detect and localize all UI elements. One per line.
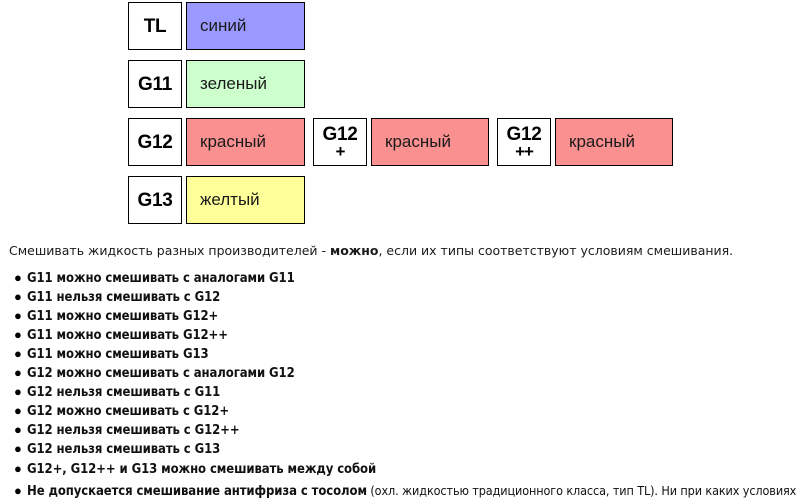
list-item-label: G11 можно смешивать G12+ [27, 309, 219, 324]
coolant-code-label: G12 [506, 123, 542, 145]
bullet-icon: ● [14, 346, 22, 361]
list-item-label: G11 можно смешивать с аналогами G11 [27, 271, 295, 286]
list-item-label: G12 нельзя смешивать с G11 [27, 385, 221, 400]
coolant-code-label: G11 [138, 73, 172, 95]
list-item: ● G12 нельзя смешивать с G11 [14, 382, 295, 401]
coolant-code-suffix: ++ [515, 141, 534, 161]
spacer [489, 118, 497, 168]
table-row: G11 зеленый [128, 60, 305, 110]
coolant-code-label: G13 [137, 189, 173, 211]
list-item: ● G12+, G12++ и G13 можно смешивать межд… [14, 458, 797, 480]
bullet-icon: ● [14, 483, 22, 498]
bullet-icon: ● [14, 461, 22, 476]
list-item-label: G12 можно смешивать с аналогами G12 [27, 366, 295, 381]
list-item: ● G11 можно смешивать G12+ [14, 306, 295, 325]
list-item: ● G12 нельзя смешивать с G13 [14, 439, 295, 458]
coolant-color-label: красный [385, 132, 451, 151]
coolant-color-label: красный [569, 132, 635, 151]
table-row: G12 красный G12 + красный G12 ++ красный [128, 118, 673, 168]
coolant-code-box: G11 [128, 60, 182, 108]
bullet-icon: ● [14, 289, 22, 304]
bullet-icon: ● [14, 441, 22, 456]
coolant-code-label: TL [143, 15, 167, 37]
table-row: TL синий [128, 2, 305, 52]
list-item-label: G11 нельзя смешивать с G12 [27, 290, 221, 305]
list-item-label: G11 можно смешивать G13 [27, 347, 209, 362]
list-item-label-bold: Не допускается смешивание антифриза с то… [27, 484, 367, 499]
intro-text-before: Смешивать жидкость разных производителей… [9, 243, 330, 258]
intro-paragraph: Смешивать жидкость разных производителей… [9, 243, 733, 258]
table-row: G13 желтый [128, 176, 305, 226]
bullet-icon: ● [14, 327, 22, 342]
bullet-list-final: ● G12+, G12++ и G13 можно смешивать межд… [14, 458, 797, 502]
bullet-list-g12: ● G12 можно смешивать с аналогами G12 ● … [14, 363, 295, 458]
coolant-color-box: синий [186, 2, 305, 50]
coolant-code-box: TL [128, 2, 182, 50]
intro-text-after: , если их типы соответствуют условиям см… [378, 243, 734, 258]
list-item: ● G12 нельзя смешивать с G12++ [14, 420, 295, 439]
coolant-color-box: красный [186, 118, 305, 166]
intro-text-emphasis: можно [329, 243, 379, 258]
list-item-label: G12 можно смешивать с G12+ [27, 404, 230, 419]
list-item-label: G12 нельзя смешивать с G12++ [27, 423, 240, 438]
list-item-label-note: (охл. жидкостью традиционного класса, ти… [366, 483, 797, 498]
bullet-icon: ● [14, 365, 22, 380]
list-item: ● Не допускается смешивание антифриза с … [14, 480, 797, 502]
coolant-code-label: G12 [322, 123, 358, 145]
bullet-icon: ● [14, 384, 22, 399]
list-item: ● G11 можно смешивать с аналогами G11 [14, 268, 295, 287]
coolant-color-label: желтый [200, 190, 260, 209]
list-item: ● G12 можно смешивать с аналогами G12 [14, 363, 295, 382]
bullet-icon: ● [14, 308, 22, 323]
coolant-code-box: G13 [128, 176, 182, 224]
list-item-label: G12+, G12++ и G13 можно смешивать между … [27, 462, 377, 477]
list-item-label: G12 нельзя смешивать с G13 [27, 442, 221, 457]
bullet-icon: ● [14, 422, 22, 437]
list-item: ● G11 нельзя смешивать с G12 [14, 287, 295, 306]
bullet-icon: ● [14, 270, 22, 285]
bullet-list-g11: ● G11 можно смешивать с аналогами G11 ● … [14, 268, 295, 363]
coolant-color-label: синий [200, 16, 247, 35]
coolant-type-table: TL синий G11 зеленый G12 красный G12 + к… [0, 0, 797, 232]
coolant-code-suffix: + [335, 141, 346, 161]
bullet-icon: ● [14, 403, 22, 418]
list-item: ● G11 можно смешивать G13 [14, 344, 295, 363]
list-item: ● G11 можно смешивать G12++ [14, 325, 295, 344]
coolant-code-box: G12 [128, 118, 182, 166]
coolant-code-box: G12 ++ [497, 118, 551, 166]
coolant-color-label: красный [200, 132, 266, 151]
coolant-color-label: зеленый [200, 74, 267, 93]
coolant-color-box: зеленый [186, 60, 305, 108]
list-item-label: Не допускается смешивание антифриза с то… [27, 480, 797, 503]
list-item: ● G12 можно смешивать с G12+ [14, 401, 295, 420]
spacer [305, 118, 313, 168]
coolant-color-box: красный [371, 118, 489, 166]
coolant-code-box: G12 + [313, 118, 367, 166]
list-item-label: G11 можно смешивать G12++ [27, 328, 228, 343]
coolant-code-label: G12 [137, 131, 173, 153]
coolant-color-box: желтый [186, 176, 305, 224]
coolant-color-box: красный [555, 118, 673, 166]
